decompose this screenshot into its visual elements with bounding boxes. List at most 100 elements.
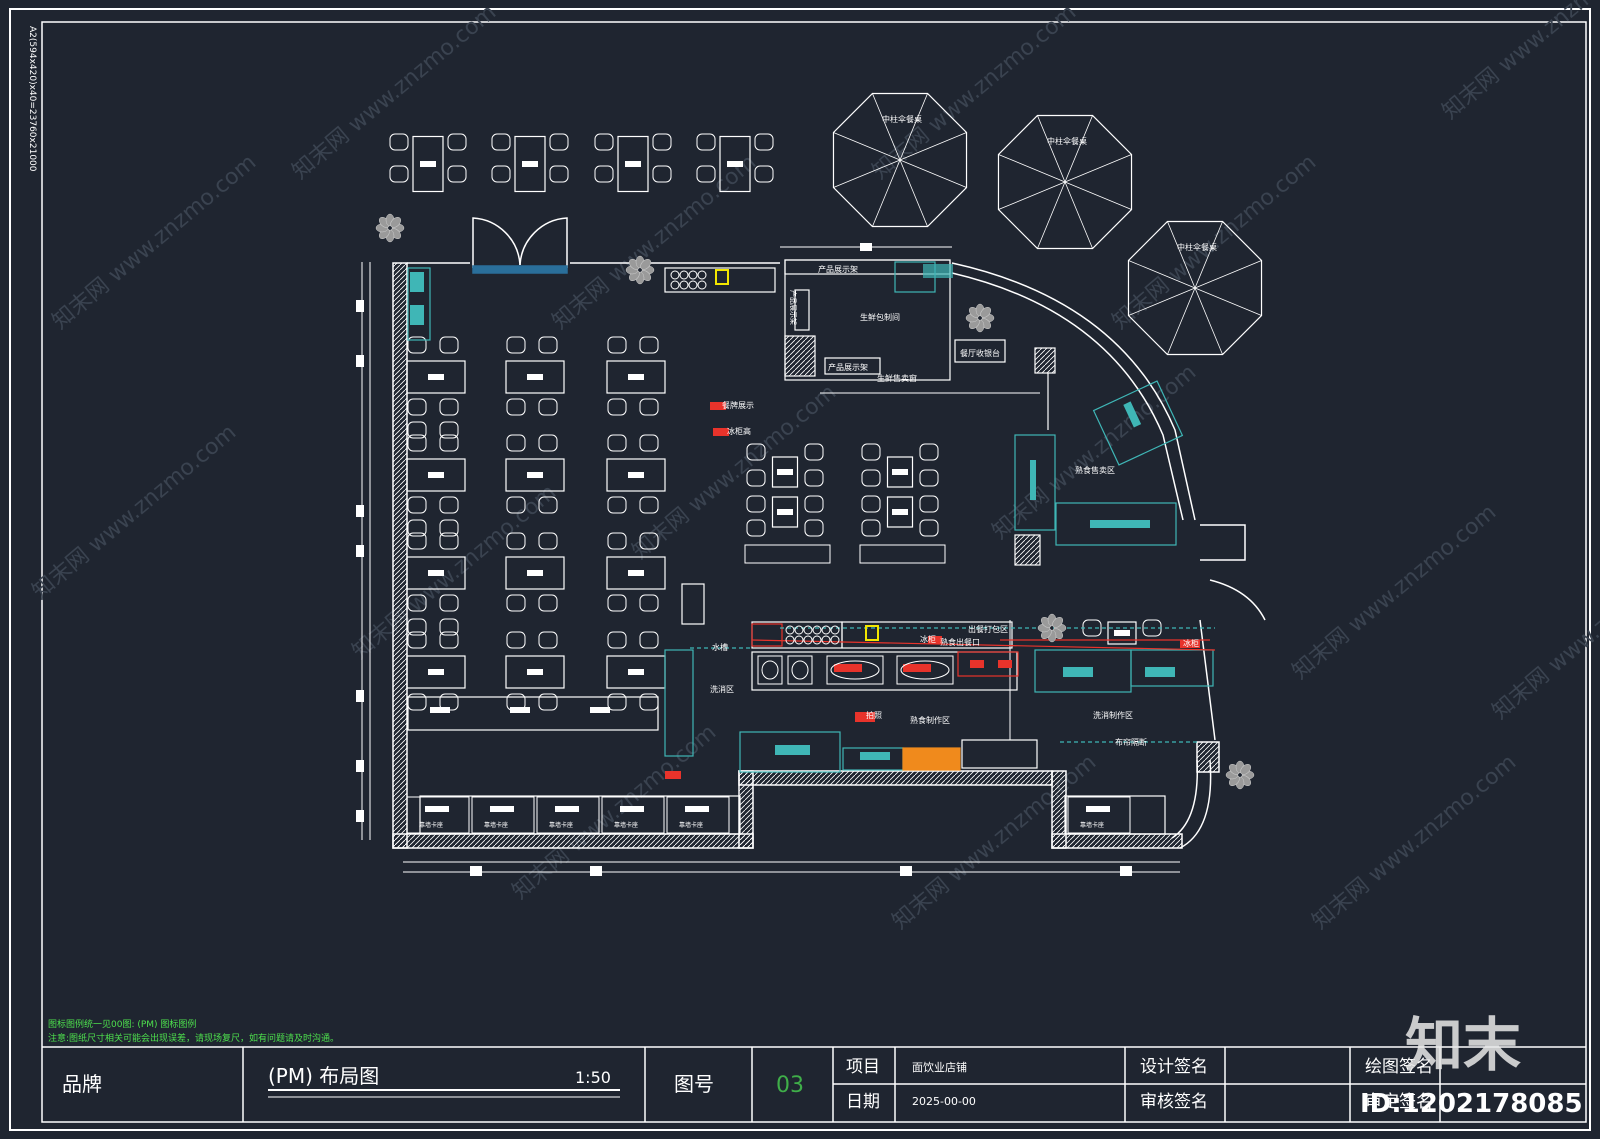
umbrella-rib — [1167, 287, 1196, 355]
chair — [439, 532, 459, 550]
sink — [757, 655, 783, 685]
table-marker — [628, 472, 644, 478]
banquette-seats: 靠墙卡座靠墙卡座靠墙卡座靠墙卡座靠墙卡座靠墙卡座 — [406, 707, 1131, 834]
table-marker — [428, 374, 444, 380]
chair — [447, 133, 467, 151]
chair — [861, 443, 881, 461]
booth-label: 靠墙卡座 — [679, 821, 703, 829]
sink-basin — [900, 660, 950, 680]
chair — [447, 165, 467, 183]
chair — [506, 532, 526, 550]
sink — [787, 655, 813, 685]
bench — [859, 544, 946, 564]
label-product-display-2: 产品展示架 — [828, 362, 868, 372]
watermark-text: 知末网 www.znzmo.com — [1288, 500, 1501, 685]
chair — [607, 398, 627, 416]
bench-marker — [510, 707, 530, 713]
booth — [666, 796, 730, 834]
umbrella-label: 中柱伞餐桌 — [882, 114, 922, 124]
chair — [549, 165, 569, 183]
chair — [407, 421, 427, 439]
umbrella-rib — [1167, 221, 1196, 289]
chair — [696, 133, 716, 151]
building-walls — [392, 217, 1266, 849]
dim-tick — [356, 760, 364, 772]
umbrella-rib — [899, 159, 967, 188]
chair — [389, 133, 409, 151]
umbrella-rib — [1064, 181, 1132, 210]
dining-tables — [389, 133, 1162, 711]
drawing-no-label: 图号 — [674, 1072, 714, 1096]
watermark-logo: 知末 — [1405, 1011, 1521, 1079]
table-marker — [527, 669, 543, 675]
umbrella-rib — [899, 132, 967, 161]
label-partition: 布帘隔断 — [1115, 737, 1147, 747]
umbrella-rib — [833, 132, 901, 161]
chair — [491, 165, 511, 183]
chair — [389, 165, 409, 183]
umbrella-rib — [1128, 260, 1196, 289]
umbrella-rib — [899, 93, 928, 161]
chair — [506, 631, 526, 649]
burner — [679, 280, 689, 290]
burner — [785, 635, 795, 645]
table-marker — [1114, 630, 1130, 636]
booth-label: 靠墙卡座 — [549, 821, 573, 829]
chair — [746, 443, 766, 461]
table-marker — [527, 472, 543, 478]
burner — [830, 625, 840, 635]
burner — [803, 635, 813, 645]
booth — [406, 796, 470, 834]
chair — [407, 398, 427, 416]
umbrella-rib — [1037, 181, 1066, 249]
chair — [538, 398, 558, 416]
title-block — [42, 1046, 1586, 1122]
umbrella-rib — [1194, 287, 1223, 355]
booth-label: 靠墙卡座 — [419, 821, 443, 829]
chair — [639, 496, 659, 514]
table-marker — [777, 509, 793, 515]
inner-border — [41, 21, 1587, 1123]
table — [719, 135, 751, 193]
burner — [679, 270, 689, 280]
umbrella-rib — [833, 159, 901, 188]
chair — [607, 532, 627, 550]
sinks — [670, 270, 954, 685]
chair — [439, 618, 459, 636]
tag-5: 冰柜 — [1183, 638, 1199, 648]
booth-marker — [620, 806, 644, 812]
dim-tick — [860, 243, 872, 251]
chair — [439, 631, 459, 649]
table-marker — [527, 570, 543, 576]
burner — [794, 635, 804, 645]
watermark-text: 知末网 www.znzmo.com — [508, 720, 721, 905]
tag-4: 冰柜 — [920, 634, 936, 644]
label-product-display-1: 产品展示架 — [818, 264, 858, 274]
table — [412, 135, 444, 193]
umbrella-rib — [1194, 221, 1223, 289]
chair — [538, 631, 558, 649]
chair — [746, 519, 766, 537]
design-sign-label: 设计签名 — [1140, 1057, 1208, 1077]
table-marker — [628, 669, 644, 675]
drawing-scale: 1:50 — [575, 1068, 611, 1087]
chair — [861, 495, 881, 513]
booth-marker — [555, 806, 579, 812]
sink — [826, 655, 884, 685]
booth — [471, 796, 535, 834]
table-marker — [628, 374, 644, 380]
chair — [538, 693, 558, 711]
burner — [794, 625, 804, 635]
chair — [696, 165, 716, 183]
chair — [538, 594, 558, 612]
chair — [491, 133, 511, 151]
label-product-display-side: 产品展示架 — [789, 290, 798, 325]
chair — [639, 398, 659, 416]
burner — [670, 270, 680, 280]
watermark-text: 知末网 www.znzmo.com — [988, 360, 1201, 545]
chair — [607, 631, 627, 649]
umbrella-rib — [1037, 115, 1066, 183]
chair — [439, 496, 459, 514]
watermark-text: 知末网 www.znzmo.com — [868, 0, 1081, 185]
